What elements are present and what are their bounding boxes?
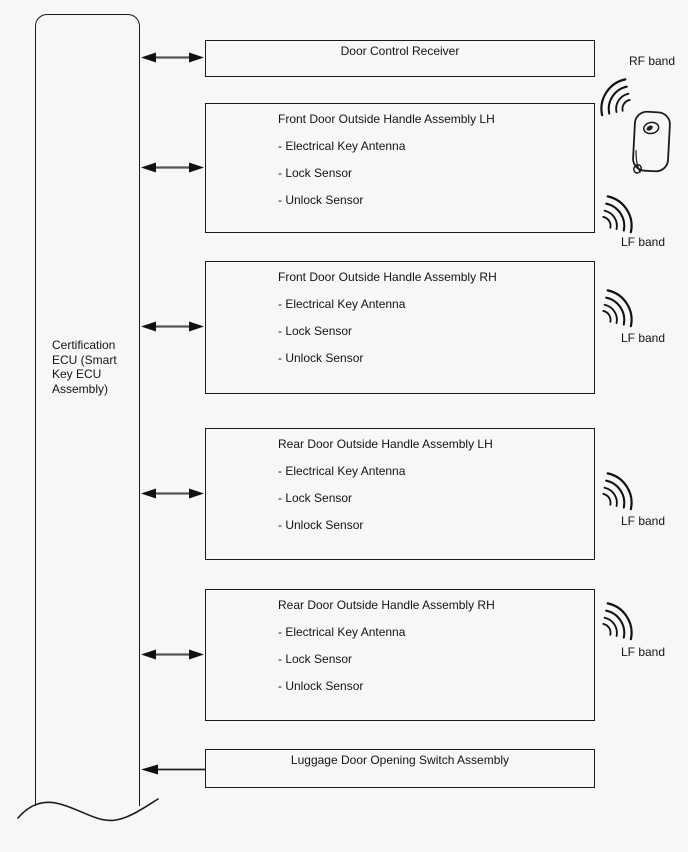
box-rear-door-handle-rh: Rear Door Outside Handle Assembly RH - E… (205, 589, 595, 721)
double-arrow-rear-handle-lh (141, 488, 204, 499)
box-title: Rear Door Outside Handle Assembly LH (278, 437, 493, 451)
box-item: - Electrical Key Antenna (278, 464, 406, 478)
box-title: Rear Door Outside Handle Assembly RH (278, 598, 495, 612)
rf-band-label: RF band (629, 54, 676, 68)
box-item: - Electrical Key Antenna (278, 625, 406, 639)
double-arrow-rear-handle-rh (141, 649, 204, 660)
double-arrow-front-handle-rh (141, 321, 204, 332)
box-item: - Lock Sensor (278, 491, 353, 505)
box-luggage-door-switch: Luggage Door Opening Switch Assembly (205, 749, 595, 788)
box-door-control-receiver: Door Control Receiver (205, 40, 595, 77)
box-item: - Lock Sensor (278, 166, 353, 180)
lf-band-label: LF band (621, 514, 666, 528)
box-title: Front Door Outside Handle Assembly RH (278, 270, 497, 284)
box-front-door-handle-lh: Front Door Outside Handle Assembly LH - … (205, 103, 595, 233)
lf-band-label: LF band (621, 331, 666, 345)
lf-band-label: LF band (621, 235, 666, 249)
double-arrow-door-control-receiver (141, 52, 204, 63)
box-front-door-handle-rh: Front Door Outside Handle Assembly RH - … (205, 261, 595, 394)
box-item: - Unlock Sensor (278, 193, 364, 207)
rf-waves-icon (600, 78, 631, 117)
single-arrow-luggage-switch (141, 764, 205, 775)
ecu-break-wave (17, 798, 159, 822)
box-item: - Electrical Key Antenna (278, 297, 406, 311)
box-item: - Unlock Sensor (278, 351, 364, 365)
box-title: Door Control Receiver (340, 44, 460, 58)
certification-ecu-label: Certification ECU (Smart Key ECU Assembl… (52, 338, 117, 396)
box-item: - Unlock Sensor (278, 679, 364, 693)
box-item: - Lock Sensor (278, 652, 353, 666)
lf-waves-icon (602, 602, 633, 641)
lf-waves-icon (602, 289, 633, 328)
box-rear-door-handle-lh: Rear Door Outside Handle Assembly LH - E… (205, 428, 595, 560)
double-arrow-front-handle-lh (141, 162, 204, 173)
box-title: Luggage Door Opening Switch Assembly (290, 753, 510, 767)
lf-waves-icon (602, 472, 633, 511)
lf-band-label: LF band (621, 645, 666, 659)
box-item: - Unlock Sensor (278, 518, 364, 532)
lf-waves-icon (602, 195, 633, 234)
box-item: - Lock Sensor (278, 324, 353, 338)
certification-ecu-box (35, 14, 140, 806)
box-item: - Electrical Key Antenna (278, 139, 406, 153)
key-fob-icon (632, 110, 671, 174)
box-title: Front Door Outside Handle Assembly LH (278, 112, 495, 126)
